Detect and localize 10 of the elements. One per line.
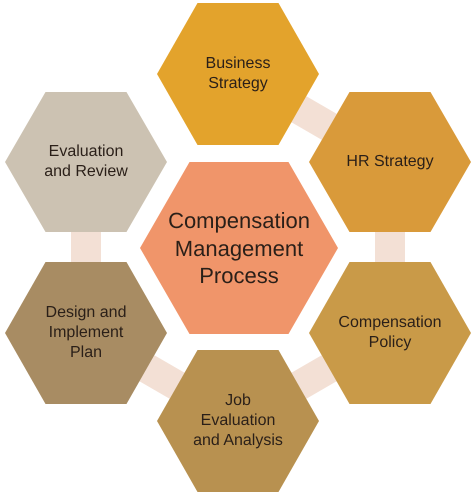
hexagon-label: Compensation Management Process — [167, 206, 311, 290]
connector-band — [291, 96, 337, 140]
connector-band — [139, 355, 185, 399]
hexagon-label: Compensation Policy — [337, 313, 443, 353]
hexagon-label: Business Strategy — [204, 54, 272, 94]
connector-band — [291, 355, 337, 399]
hexagon-label: Design and Implement Plan — [44, 303, 128, 363]
hexagon-label: HR Strategy — [345, 152, 435, 172]
hexagon-label: Job Evaluation and Analysis — [192, 391, 284, 451]
hexagon-label: Evaluation and Review — [43, 142, 129, 182]
